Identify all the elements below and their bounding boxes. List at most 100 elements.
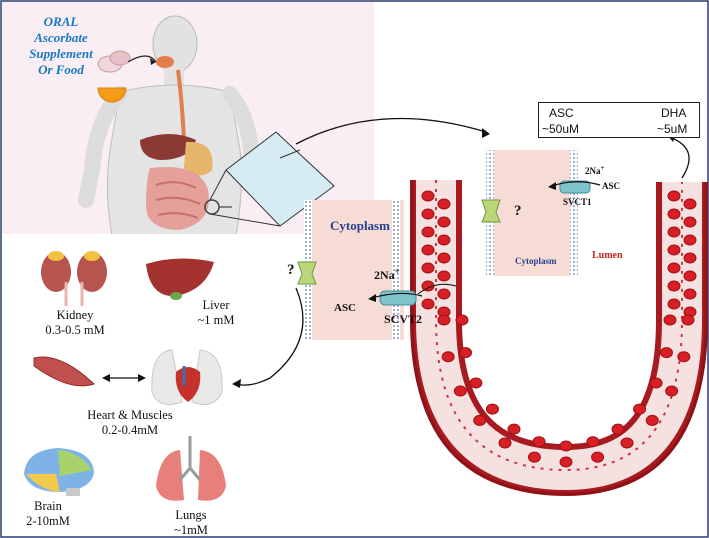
red-blood-cell: [667, 262, 681, 274]
kidney-conc: 0.3-0.5 mM: [45, 323, 105, 337]
brain-name: Brain: [34, 499, 62, 513]
heart-lungs-image: [151, 349, 223, 405]
red-blood-cell: [421, 298, 435, 310]
liver-conc: ~1 mM: [197, 313, 235, 327]
tissue-asc-label: ASC: [334, 302, 357, 314]
red-blood-cell: [485, 403, 499, 415]
eq-dha: DHA: [661, 106, 687, 120]
red-blood-cell: [659, 347, 673, 359]
equilibrium-box: ASC DHA ~50uM ~5uM: [538, 102, 700, 138]
lungs-name: Lungs: [175, 508, 207, 522]
red-blood-cell: [469, 377, 483, 389]
red-blood-cell: [681, 314, 695, 326]
red-blood-cells: [421, 190, 697, 468]
red-blood-cell: [455, 314, 469, 326]
eq-dha-conc: ~5uM: [657, 122, 688, 136]
sodium-charge: +: [600, 164, 605, 172]
oral-label-line: ORAL: [43, 14, 79, 29]
red-blood-cell: [683, 288, 697, 300]
kidney-label: Kidney 0.3-0.5 mM: [40, 308, 110, 338]
sodium-text: 2Na: [585, 166, 601, 176]
lumen-label: Lumen: [592, 250, 623, 261]
svct1-asc-label: ASC: [602, 181, 621, 191]
red-blood-cell: [649, 377, 663, 389]
vessel-unknown-mark: ?: [514, 203, 522, 219]
heart-muscles-conc: 0.2-0.4mM: [101, 423, 159, 437]
brain-label: Brain 2-10mM: [18, 499, 78, 529]
scvt2-sodium-label: 2Na+: [374, 266, 400, 283]
red-blood-cell: [677, 351, 691, 363]
red-blood-cell: [437, 252, 451, 264]
red-blood-cell: [498, 437, 512, 449]
tissue-cell: [297, 200, 457, 340]
eq-asc-conc: ~50uM: [542, 122, 580, 136]
red-blood-cell: [559, 456, 573, 468]
vessel-to-eq-arrow: [671, 137, 690, 179]
red-blood-cell: [683, 270, 697, 282]
red-blood-cell: [507, 423, 521, 435]
eq-asc: ASC: [549, 106, 574, 120]
red-blood-cell: [667, 208, 681, 220]
red-blood-cell: [591, 451, 605, 463]
red-blood-cell: [667, 298, 681, 310]
red-blood-cell: [527, 451, 541, 463]
red-blood-cell: [633, 403, 647, 415]
red-blood-cell: [665, 385, 679, 397]
red-blood-cell: [437, 270, 451, 282]
red-blood-cell: [559, 440, 573, 452]
red-blood-cell: [667, 226, 681, 238]
sodium-text: 2Na: [374, 268, 395, 282]
cell-to-organs-arrow: [235, 287, 304, 386]
red-blood-cell: [437, 234, 451, 246]
red-blood-cell: [683, 234, 697, 246]
supplement-icons: [97, 50, 157, 103]
tissue-unknown-mark: ?: [287, 262, 295, 278]
red-blood-cell: [667, 190, 681, 202]
vessel-cell: [481, 150, 601, 276]
sodium-charge: +: [394, 266, 400, 276]
svct1-label: SVCT1: [563, 197, 592, 207]
svct1-sodium-label: 2Na+: [585, 164, 605, 176]
red-blood-cell: [437, 198, 451, 210]
kidney-name: Kidney: [56, 308, 94, 322]
brain-conc: 2-10mM: [26, 514, 70, 528]
muscle-image: [33, 356, 95, 387]
heart-muscles-name: Heart & Muscles: [87, 408, 173, 422]
oral-supplement-label: ORAL Ascorbate Supplement Or Food: [10, 14, 112, 78]
lungs-label: Lungs ~1mM: [166, 508, 216, 538]
red-blood-cell: [421, 190, 435, 202]
scvt2-label: SCVT2: [384, 312, 423, 326]
oral-label-line: Or Food: [38, 62, 84, 77]
red-blood-cell: [453, 385, 467, 397]
red-blood-cell: [683, 216, 697, 228]
red-blood-cell: [437, 288, 451, 300]
red-blood-cell: [611, 423, 625, 435]
red-blood-cell: [532, 436, 546, 448]
oral-label-line: Ascorbate: [34, 30, 88, 45]
svct1-transporter: [559, 180, 591, 194]
red-blood-cell: [437, 216, 451, 228]
red-blood-cell: [667, 280, 681, 292]
tissue-cytoplasm-label: Cytoplasm: [330, 218, 390, 233]
liver-label: Liver ~1 mM: [186, 298, 246, 328]
tissue-channel: [297, 261, 317, 285]
red-blood-cell: [620, 437, 634, 449]
red-blood-cell: [459, 347, 473, 359]
red-blood-cell: [667, 244, 681, 256]
red-blood-cell: [586, 436, 600, 448]
kidney-image: [41, 251, 107, 306]
oral-label-line: Supplement: [29, 46, 93, 61]
red-blood-cell: [437, 314, 451, 326]
liver-name: Liver: [202, 298, 230, 312]
red-blood-cell: [421, 244, 435, 256]
heart-muscles-label: Heart & Muscles 0.2-0.4mM: [70, 408, 190, 438]
vessel-channel: [481, 199, 501, 223]
red-blood-cell: [421, 208, 435, 220]
liver-image: [146, 258, 214, 300]
vessel-cytoplasm-label: Cytoplasm: [515, 256, 557, 266]
lens-to-vessel-arrow: [295, 117, 487, 145]
red-blood-cell: [421, 226, 435, 238]
brain-image: [24, 448, 94, 496]
